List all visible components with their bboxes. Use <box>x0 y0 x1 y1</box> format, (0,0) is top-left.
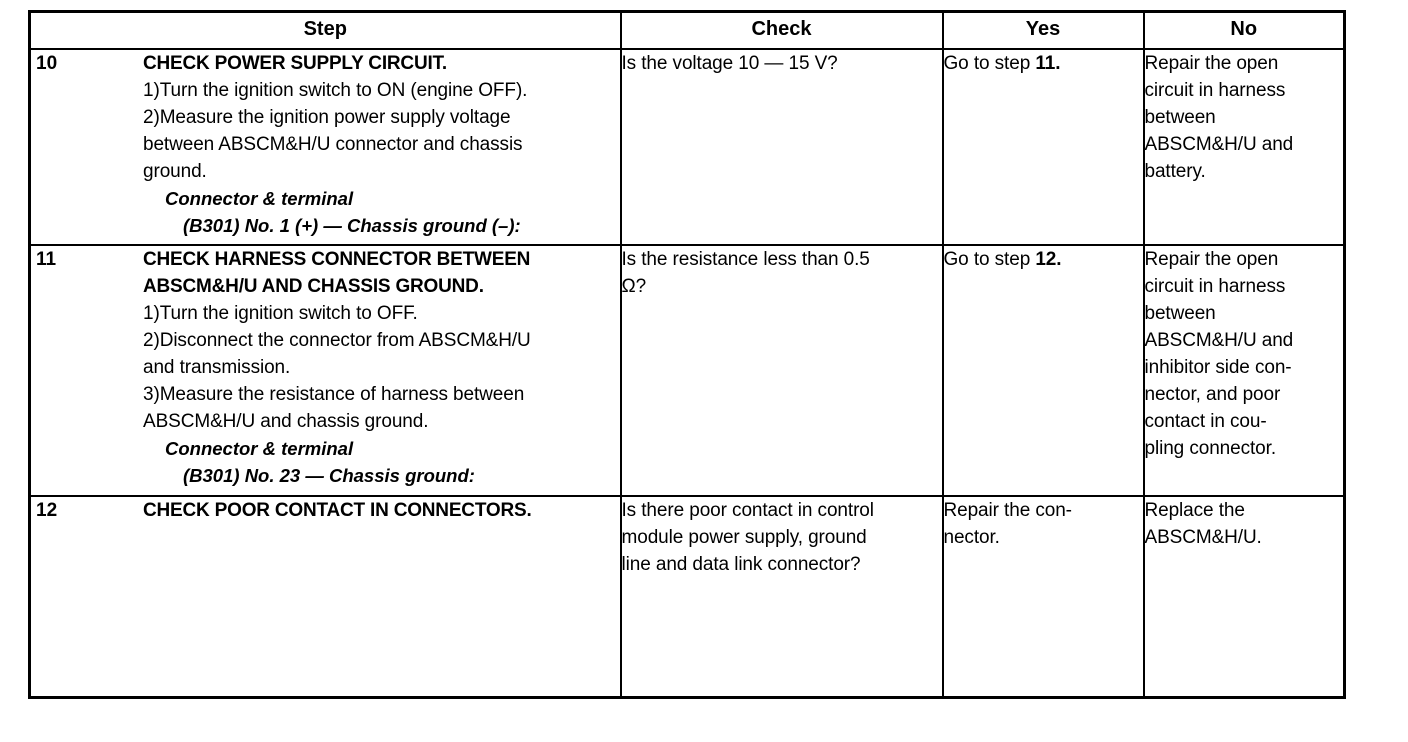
no-action-line: Replace the <box>1144 500 1245 521</box>
cell-no-11: Repair the open circuit in harness betwe… <box>1143 244 1345 497</box>
no-action-line: between <box>1144 303 1216 324</box>
no-action-line: ABSCM&H/U. <box>1144 527 1262 548</box>
step-number: 12 <box>36 500 58 521</box>
check-text-line: Is there poor contact in control <box>621 500 874 521</box>
cell-yes-10: Go to step 11. <box>942 48 1145 246</box>
cell-yes-11: Go to step 12. <box>942 244 1145 497</box>
connector-terminal-detail: (B301) No. 1 (+) — Chassis ground (–): <box>183 215 521 236</box>
no-action-line: circuit in harness <box>1144 80 1286 101</box>
step-instruction-line: and transmission. <box>143 357 291 378</box>
no-action-line: contact in cou- <box>1144 411 1267 432</box>
no-action-line: ABSCM&H/U and <box>1144 134 1294 155</box>
no-action-line: inhibitor side con- <box>1144 357 1292 378</box>
table-row: 11 CHECK HARNESS CONNECTOR BETWEEN ABSCM… <box>29 244 1345 497</box>
check-text: Is the voltage 10 — 15 V? <box>621 53 838 74</box>
cell-check-10: Is the voltage 10 — 15 V? <box>620 48 944 246</box>
step-instruction-line: between ABSCM&H/U connector and chassis <box>143 134 523 155</box>
column-header-no: No <box>1143 11 1345 50</box>
table-header-row: Step Check Yes No <box>29 11 1345 50</box>
column-header-yes: Yes <box>942 11 1145 50</box>
step-instruction-line: ground. <box>143 161 207 182</box>
step-instruction-line: 1)Turn the ignition switch to ON (engine… <box>143 80 528 101</box>
table-row: 12 CHECK POOR CONTACT IN CONNECTORS. Is … <box>29 495 1345 698</box>
yes-action-prefix: Go to step <box>943 53 1036 74</box>
step-instruction-line: 1)Turn the ignition switch to OFF. <box>143 303 418 324</box>
cell-no-10: Repair the open circuit in harness betwe… <box>1143 48 1345 246</box>
step-number: 10 <box>36 53 58 74</box>
column-header-step: Step <box>29 11 622 50</box>
cell-step-11: 11 CHECK HARNESS CONNECTOR BETWEEN ABSCM… <box>29 244 622 497</box>
step-instruction-line: 2)Disconnect the connector from ABSCM&H/… <box>143 330 531 351</box>
step-title: CHECK HARNESS CONNECTOR BETWEEN <box>143 249 531 270</box>
cell-check-12: Is there poor contact in control module … <box>620 495 944 698</box>
step-title: CHECK POWER SUPPLY CIRCUIT. <box>143 53 447 74</box>
column-header-check: Check <box>620 11 944 50</box>
step-instruction-line: 3)Measure the resistance of harness betw… <box>143 384 525 405</box>
step-instruction-line: 2)Measure the ignition power supply volt… <box>143 107 511 128</box>
yes-action: Go to step 12. <box>944 246 1143 273</box>
yes-action-step: 11. <box>1035 53 1061 74</box>
cell-no-12: Replace the ABSCM&H/U. <box>1143 495 1345 698</box>
yes-action-line: Repair the con- <box>943 500 1073 521</box>
cell-step-12: 12 CHECK POOR CONTACT IN CONNECTORS. <box>29 495 622 698</box>
no-action-line: nector, and poor <box>1144 384 1281 405</box>
step-instruction-line: ABSCM&H/U and chassis ground. <box>143 411 429 432</box>
table-row: 10 CHECK POWER SUPPLY CIRCUIT. 1)Turn th… <box>29 48 1345 246</box>
no-action-line: pling connector. <box>1144 438 1277 459</box>
no-action-line: Repair the open <box>1144 53 1279 74</box>
step-number: 11 <box>36 249 57 270</box>
check-text-line: Ω? <box>621 276 647 297</box>
connector-terminal-heading: Connector & terminal <box>165 188 354 209</box>
no-action-line: Repair the open <box>1144 249 1279 270</box>
no-action-line: ABSCM&H/U and <box>1144 330 1294 351</box>
no-action-line: between <box>1144 107 1216 128</box>
connector-terminal-detail: (B301) No. 23 — Chassis ground: <box>183 465 475 486</box>
yes-action-step: 12. <box>1035 249 1062 270</box>
no-action-line: circuit in harness <box>1144 276 1286 297</box>
cell-check-11: Is the resistance less than 0.5 Ω? <box>620 244 944 497</box>
yes-action-line: nector. <box>943 527 1000 548</box>
check-text-line: Is the resistance less than 0.5 <box>621 249 870 270</box>
check-text-line: line and data link connector? <box>621 554 861 575</box>
no-action-line: battery. <box>1144 161 1206 182</box>
yes-action-prefix: Go to step <box>943 249 1036 270</box>
cell-step-10: 10 CHECK POWER SUPPLY CIRCUIT. 1)Turn th… <box>29 48 622 246</box>
yes-action: Go to step 11. <box>944 50 1143 77</box>
cell-yes-12: Repair the con- nector. <box>942 495 1145 698</box>
step-title-cont: ABSCM&H/U AND CHASSIS GROUND. <box>143 276 484 297</box>
diagnostic-procedure-table: Step Check Yes No 10 CHECK POWER SUPPLY … <box>28 10 1346 699</box>
check-text-line: module power supply, ground <box>621 527 867 548</box>
connector-terminal-heading: Connector & terminal <box>165 438 354 459</box>
step-title: CHECK POOR CONTACT IN CONNECTORS. <box>143 500 532 521</box>
